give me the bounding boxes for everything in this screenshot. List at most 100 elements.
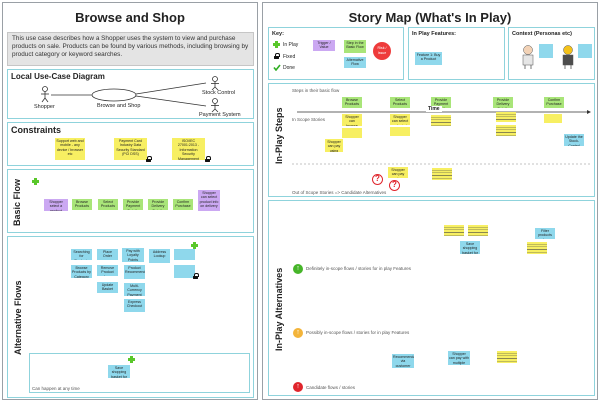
constraints-section: Constraints Support web and mobile - any… <box>7 122 254 166</box>
story-note-b: Shopper can select products to purchase <box>390 114 410 125</box>
alt-note-4: Remove Product from Basket <box>97 265 118 276</box>
description-text: This use case describes how a Shopper us… <box>12 35 249 58</box>
lock-icon <box>274 53 280 59</box>
constraint-note-1: Support web and mobile - any device / br… <box>55 138 85 160</box>
check-icon <box>273 64 281 71</box>
alternatives-label: In-Play Alternatives <box>274 267 284 351</box>
basic-step-4: Provide Delivery Details <box>148 199 168 210</box>
steps-section: In-Play Steps Steps in their basic flow … <box>268 83 595 197</box>
step-note-2: Select Products <box>390 97 410 108</box>
alt-note-9: Express Checkout <box>124 299 145 312</box>
scope-divider <box>292 163 591 165</box>
key-alt-flow-note: Alternative Flow <box>344 57 366 68</box>
story-note-a2 <box>342 128 362 138</box>
alt-note-10: Address Lookup <box>149 249 170 263</box>
story-note-g: Shopper can pay using credit card <box>325 139 343 152</box>
context-heading: Context (Personas etc) <box>512 31 572 37</box>
persona-icon <box>562 45 574 69</box>
alt-story-2 <box>468 225 488 236</box>
alt-note-right-1 <box>174 249 195 260</box>
alt-story-6: Recommendations via customer history <box>392 354 414 368</box>
basic-step-3: Provide Payment Details <box>123 199 143 210</box>
alt-note-1: Searching for Products <box>71 249 92 260</box>
alternatives-section: In-Play Alternatives Save shopping baske… <box>268 200 595 396</box>
alt-flows-section: Alternative Flows Searching for Products… <box>7 236 254 398</box>
plus-icon <box>32 178 39 185</box>
alt-story-8 <box>497 351 517 363</box>
constraints-heading: Constraints <box>11 125 62 135</box>
key-basic-step-note: Step in the Basic Flow <box>344 40 366 53</box>
neutral-arrow-icon: ↑ <box>293 328 303 338</box>
time-label: Time <box>426 106 442 112</box>
story-note-c <box>431 115 451 126</box>
story-note-f <box>544 114 562 123</box>
up-arrow-icon: ↑ <box>293 264 303 274</box>
right-panel: Story Map (What's In Play) Key: In Play … <box>262 2 598 400</box>
description-box: This use case describes how a Shopper us… <box>7 32 254 66</box>
key-fixed: Fixed <box>283 54 296 60</box>
lock-icon <box>193 273 199 279</box>
alt-story-4: Filter products by customer ratings <box>535 228 555 239</box>
key-risk-note: Risk / Issue <box>373 42 391 60</box>
key-heading: Key: <box>272 31 284 37</box>
feature-note: Feature 1: Buy a Product <box>415 52 442 65</box>
story-note-a: Shopper can browse products by category <box>342 114 362 126</box>
alt-story-3: Save shopping basket for later <box>460 241 480 254</box>
key-trigger-note: Trigger / Value <box>313 40 335 51</box>
persona-note-2 <box>578 44 592 58</box>
constraint-note-2: Payment Card Industry Data Security Stan… <box>114 138 147 160</box>
anytime-note: Save shopping basket for later <box>108 365 130 378</box>
basic-flow-label: Basic Flow <box>12 178 22 226</box>
question-icon: ? <box>372 174 383 185</box>
lock-icon <box>146 156 152 162</box>
key-in-play: In Play <box>283 42 299 48</box>
purple-note-left: Shopper select a product category <box>44 199 68 211</box>
use-case-label: Browse and Shop <box>97 103 141 109</box>
key-done: Done <box>283 65 295 71</box>
alt-note-5: Update Basket <box>97 282 118 293</box>
persona-icon <box>522 45 534 69</box>
right-title: Story Map (What's In Play) <box>348 10 512 25</box>
use-case-diagram <box>41 76 219 113</box>
left-title: Browse and Shop <box>75 10 185 25</box>
plus-icon <box>128 356 135 363</box>
story-note-e <box>496 125 516 136</box>
alt-note-right-2 <box>174 265 195 278</box>
anytime-box: Save shopping basket for later Can happe… <box>29 353 250 393</box>
alt-story-7: Shopper can pay with multiple cards <box>448 351 470 365</box>
in-scope-label: In Scope Stories <box>292 117 326 122</box>
step-note-4: Provide Delivery Details <box>493 97 513 108</box>
time-arrow <box>297 110 591 114</box>
actor-payment-label: Payment System <box>199 112 241 118</box>
anytime-label: Can happen at any time <box>32 386 80 391</box>
definitely-label: Definitely in-scope flows / stories for … <box>306 266 412 271</box>
basic-step-5: Confirm Purchase <box>173 199 193 210</box>
possibly-label: Possibly in-scope flows / stories for in… <box>306 330 410 335</box>
features-heading: In Play Features: <box>412 31 457 37</box>
story-update-stock: Update the Stock-Control status <box>564 134 584 146</box>
plus-icon <box>191 242 198 249</box>
features-section: In Play Features: Feature 1: Buy a Produ… <box>408 27 505 80</box>
key-section: Key: In Play Fixed Done Trigger / Value … <box>268 27 404 80</box>
alt-flows-label: Alternative Flows <box>13 280 23 355</box>
context-section: Context (Personas etc) <box>508 27 595 80</box>
actor-shopper-label: Shopper <box>34 104 55 110</box>
down-arrow-icon: ↑ <box>293 382 303 392</box>
alt-note-2: Browse Products by Category <box>71 265 92 278</box>
use-case-section: Local Use-Case Diagram Shopper <box>7 69 254 119</box>
steps-caption: Steps in their basic flow <box>292 88 340 93</box>
story-note-b2 <box>390 127 410 136</box>
step-note-1: Browse Products <box>342 97 362 108</box>
alt-note-7: Product Recommendations <box>124 265 145 279</box>
question-icon: ? <box>389 180 400 191</box>
basic-step-2: Select Products <box>98 199 118 210</box>
candidate-label: Candidate flows / stories <box>306 385 356 390</box>
out-story-1: Shopper can pay using loyalty points <box>388 167 408 178</box>
alt-story-5 <box>527 242 547 254</box>
basic-flow-section: Basic Flow Shopper select a product cate… <box>7 169 254 233</box>
alt-note-6: Pay with Loyalty Points <box>122 248 144 262</box>
purple-note-right: Shopper can select product info on deliv… <box>198 190 220 211</box>
step-note-5: Confirm Purchase <box>544 97 564 108</box>
alt-note-8: Multi-Currency Payment <box>124 283 145 296</box>
left-panel: Browse and Shop This use case describes … <box>2 2 258 400</box>
